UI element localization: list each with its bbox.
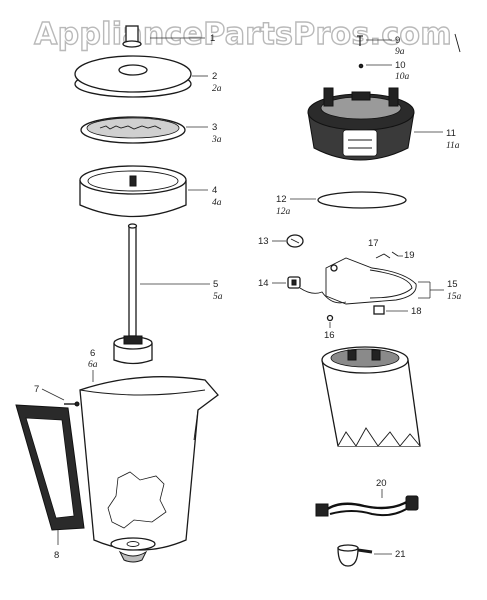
- part-8-handle: [15, 404, 85, 531]
- label-11a: 11a: [446, 141, 460, 151]
- part-5-shaft: [127, 223, 138, 337]
- label-9a: 9a: [395, 47, 405, 57]
- label-10a: 10a: [395, 72, 410, 82]
- part-18-thermostat: [373, 305, 385, 315]
- label-2a: 2a: [212, 84, 222, 94]
- label-6: 6: [90, 348, 95, 359]
- label-10: 10: [395, 60, 406, 71]
- part-21-measuring-scoop: [337, 544, 373, 567]
- label-11: 11: [446, 128, 456, 139]
- label-19: 19: [404, 250, 415, 261]
- part-16-wire: [299, 287, 347, 322]
- label-15a: 15a: [447, 292, 462, 302]
- part-7-screw: [64, 401, 80, 407]
- base-housing: [321, 346, 421, 447]
- part-19-terminal: [391, 251, 399, 257]
- label-3a: 3a: [211, 135, 222, 145]
- label-1: 1: [210, 33, 215, 44]
- label-3: 3: [212, 122, 217, 133]
- label-18: 18: [411, 306, 422, 317]
- label-21: 21: [395, 549, 406, 560]
- label-12: 12: [276, 194, 287, 205]
- part-14-indicator-light: [287, 276, 301, 289]
- part-6-carafe: [79, 376, 219, 563]
- part-4-basket: [79, 165, 187, 218]
- watermark-text: AppliancePartsPros.com: [34, 17, 452, 52]
- part-13-switch: [286, 234, 304, 248]
- label-2: 2: [212, 71, 217, 82]
- label-4a: 4a: [212, 198, 222, 208]
- part-11-motor-housing: [307, 87, 415, 161]
- label-7: 7: [34, 384, 39, 395]
- label-13: 13: [258, 236, 269, 247]
- part-9-screw: [357, 35, 363, 46]
- part-17-terminal: [375, 253, 391, 259]
- part-3-filter-disk: [80, 116, 186, 144]
- label-14: 14: [258, 278, 269, 289]
- part-10-clip: [358, 63, 364, 69]
- label-12a: 12a: [276, 207, 291, 217]
- corner-mark: [454, 33, 461, 53]
- label-16: 16: [324, 330, 335, 341]
- label-17: 17: [368, 238, 379, 249]
- label-5a: 5a: [213, 292, 223, 302]
- part-15-heating-element: [325, 257, 417, 305]
- label-15: 15: [447, 279, 458, 290]
- part-5-shaft-hub: [113, 335, 153, 365]
- part-12-gasket: [317, 191, 407, 209]
- label-5: 5: [213, 279, 218, 290]
- label-6a: 6a: [88, 360, 98, 370]
- label-20: 20: [376, 478, 387, 489]
- label-8: 8: [54, 550, 59, 561]
- label-9: 9: [395, 35, 400, 46]
- part-1-knob: [122, 25, 142, 48]
- part-2-lid: [74, 55, 192, 98]
- part-20-power-cord: [315, 495, 419, 517]
- leader-7: [41, 388, 65, 401]
- label-4: 4: [212, 185, 217, 196]
